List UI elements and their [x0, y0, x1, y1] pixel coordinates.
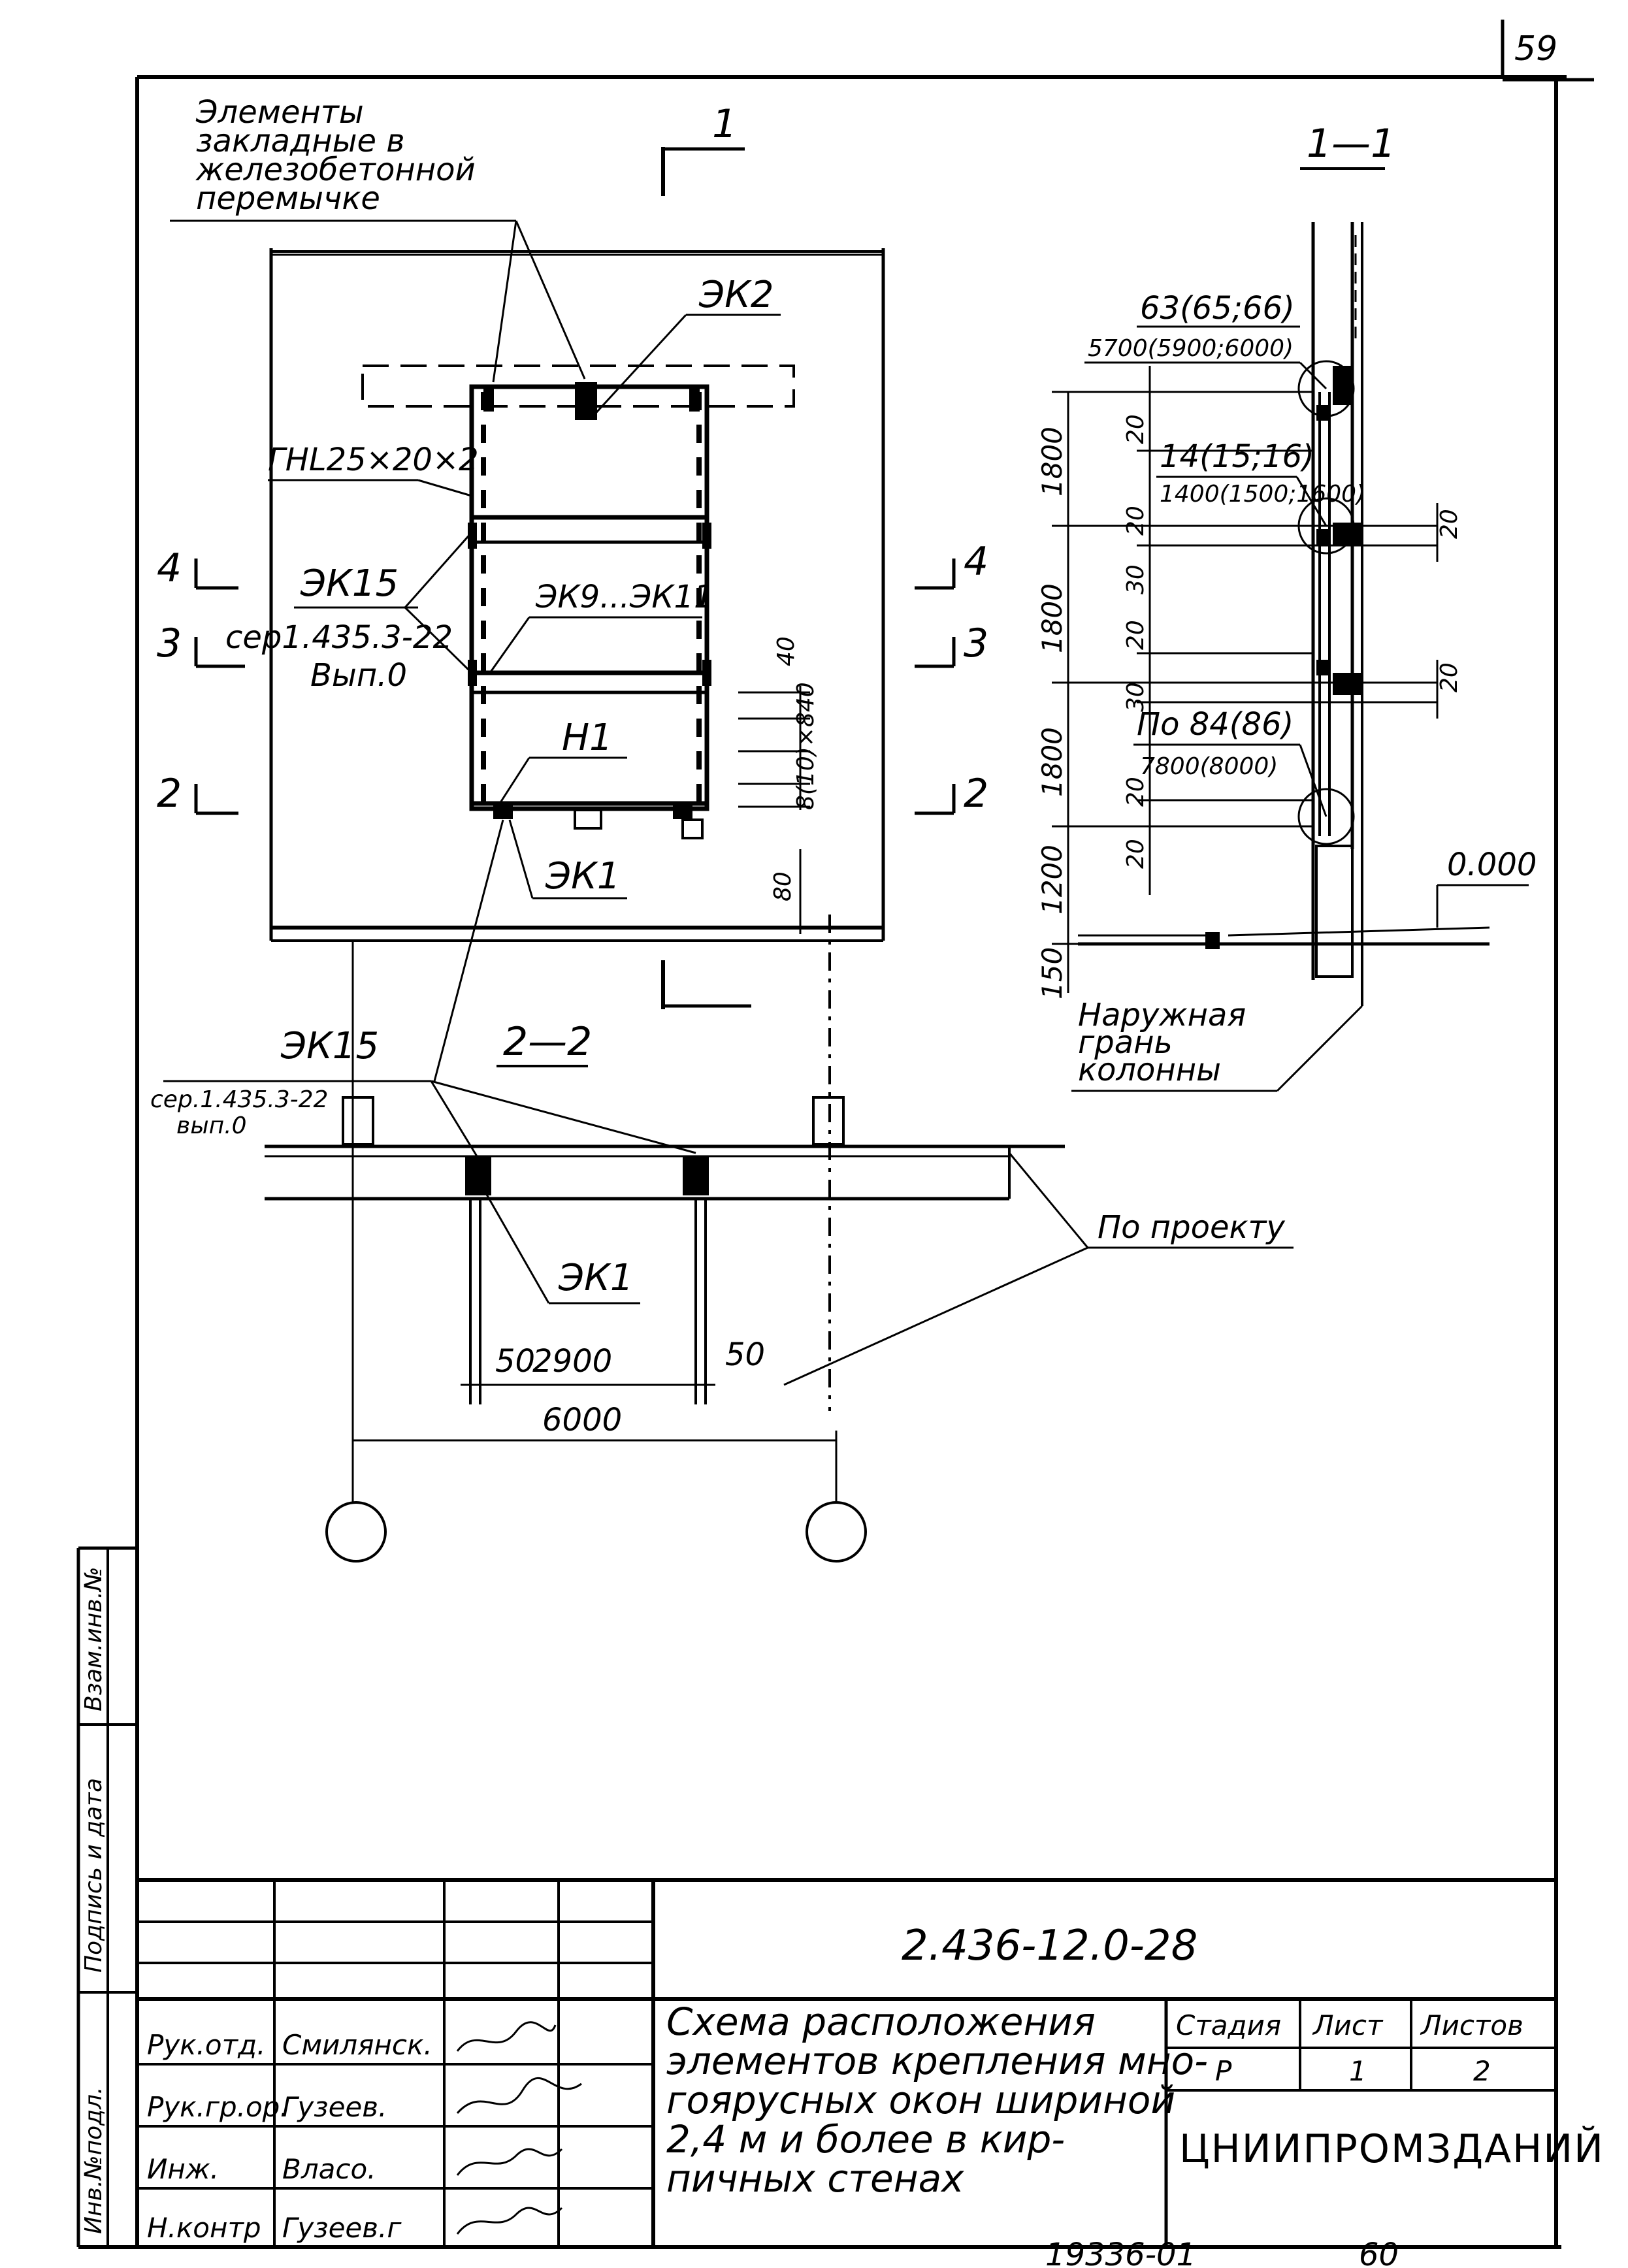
label-1400: 1400(1500;1600) — [1160, 481, 1365, 508]
callout-face: грань — [1078, 1024, 1173, 1061]
label-ek1-s22: ЭК1 — [558, 1257, 634, 1299]
dim-right: 20 — [1436, 509, 1463, 539]
label-series-s22: сер.1.435.3-22 — [150, 1086, 328, 1113]
title-block: 2.436-12.0-28 Рук.отд. Рук.гр.ор. Инж. Н… — [137, 1878, 1604, 2247]
sheet-frame — [78, 20, 1594, 2249]
label-ek2: ЭК2 — [698, 274, 774, 316]
callout-embedded-elements: Элементы закладные в железобетонной пере… — [170, 94, 586, 383]
label-gnl-angle: ГНL25×20×2 — [268, 442, 479, 478]
label-ek15-s22: ЭК15 — [280, 1025, 379, 1067]
title-line: гоярусных окон шириной — [666, 2078, 1175, 2122]
dim-80: 80 — [770, 871, 796, 901]
dim-v-1800-a: 1800 — [1036, 427, 1068, 496]
section-1-1: 1—1 — [1052, 121, 1490, 1006]
name-normcontrol: Гузеев.г — [282, 2212, 402, 2244]
dim-small: 20 — [1122, 777, 1149, 807]
callout-face: колонны — [1078, 1052, 1221, 1088]
elevation-labels: ЭК2 ГНL25×20×2 ЭК15 сер1.435.3-22 Вып.0 … — [225, 274, 819, 901]
elevation-view — [269, 248, 885, 1411]
callout-line: железобетонной — [195, 152, 476, 188]
embedded-plate — [575, 382, 597, 420]
section-1-1-title: 1—1 — [1307, 121, 1395, 167]
dim-right: 20 — [1436, 662, 1463, 692]
footer-page: 60 — [1359, 2237, 1399, 2268]
stage-value: Р — [1215, 2055, 1232, 2087]
section-1-1-labels: 63(65;66) 5700(5900;6000) 14(15;16) 1400… — [1036, 290, 1537, 1092]
dim-pitch: 8(10)×840 — [792, 682, 819, 810]
section-2-2-title: 2—2 — [503, 1019, 592, 1065]
label-5700: 5700(5900;6000) — [1088, 335, 1294, 362]
section-2-2-labels: ЭК15 сер.1.435.3-22 вып.0 ЭК1 По проекту… — [150, 1025, 1294, 1438]
dim-v-1800-b: 1800 — [1036, 583, 1068, 653]
document-code: 2.436-12.0-28 — [902, 1922, 1197, 1970]
cut-3-right: 3 — [964, 621, 988, 666]
cut-4-left: 4 — [157, 545, 182, 591]
name-engineer: Власо. — [282, 2153, 376, 2185]
sheets-label: Листов — [1420, 2009, 1523, 2041]
cut-2-right: 2 — [964, 771, 988, 817]
sheets-value: 2 — [1473, 2055, 1491, 2087]
dim-small: 20 — [1122, 839, 1149, 869]
title-line: Схема расположения — [666, 2000, 1096, 2044]
role-normcontrol: Н.контр — [147, 2212, 261, 2244]
stage-label: Стадия — [1176, 2009, 1281, 2041]
role-group: Рук.гр.ор. — [147, 2091, 289, 2123]
dim-small: 20 — [1122, 414, 1149, 444]
cut-4-right: 4 — [964, 539, 988, 585]
label-n1: Н1 — [562, 717, 613, 759]
stamp-replace-inv: Взам.инв.№ — [80, 1566, 107, 1711]
title-line: пичных стенах — [666, 2156, 964, 2201]
section-2-2: 2—2 — [265, 819, 1065, 1563]
name-group: Гузеев. — [282, 2091, 387, 2123]
cut-1-top: 1 — [712, 101, 737, 147]
dim-v-1800-c: 1800 — [1036, 727, 1068, 797]
dim-small: 30 — [1122, 564, 1149, 594]
callout-face: Наружная — [1078, 997, 1246, 1033]
callout-line: перемычке — [196, 180, 380, 217]
label-series: сер1.435.3-22 — [225, 619, 453, 656]
label-ek15: ЭК15 — [300, 562, 399, 605]
cut-2-left: 2 — [157, 771, 182, 817]
dim-v-150: 150 — [1036, 947, 1068, 999]
dim-2900: 2900 — [532, 1343, 612, 1380]
role-engineer: Инж. — [147, 2153, 219, 2185]
label-by-project: По проекту — [1098, 1209, 1285, 1246]
sheet-value: 1 — [1349, 2055, 1367, 2087]
dim-50-left: 50 — [495, 1343, 535, 1380]
side-stamp: Инв.№подл. Подпись и дата Взам.инв.№ — [76, 1546, 137, 2247]
stamp-inv-orig: Инв.№подл. — [80, 2087, 107, 2234]
label-ek9-ek11: ЭК9...ЭК11 — [535, 579, 714, 615]
embedded-plate — [689, 385, 700, 412]
dim-v-1200: 1200 — [1036, 845, 1068, 915]
cut-3-left: 3 — [157, 621, 182, 666]
dim-small: 20 — [1122, 620, 1149, 650]
organization-name: ЦНИИПРОМЗДАНИЙ — [1179, 2125, 1604, 2172]
role-head: Рук.отд. — [147, 2029, 265, 2061]
title-line: элементов крепления мно- — [666, 2039, 1208, 2083]
label-63: 63(65;66) — [1140, 290, 1295, 327]
name-head: Смилянск. — [282, 2029, 432, 2061]
dim-40: 40 — [773, 636, 800, 666]
callout-line: Элементы — [195, 94, 364, 131]
dim-small: 30 — [1122, 682, 1149, 712]
sheet-label: Лист — [1312, 2009, 1384, 2041]
label-issue: Вып.0 — [310, 657, 407, 694]
label-84: По 84(86) — [1137, 706, 1294, 743]
label-7800: 7800(8000) — [1140, 753, 1278, 780]
cut-markers: 1 4 3 2 4 3 2 — [157, 101, 988, 1009]
dim-small: 20 — [1122, 506, 1149, 536]
footer-inventory: 19336-01 — [1045, 2237, 1196, 2268]
label-14: 14(15;16) — [1160, 438, 1314, 475]
embedded-plate — [483, 385, 494, 412]
dim-50-right: 50 — [725, 1336, 765, 1373]
callout-line: закладные в — [196, 123, 405, 159]
elevation-mark: 0.000 — [1447, 847, 1537, 883]
stamp-sign-date: Подпись и дата — [80, 1778, 107, 1973]
label-ek1: ЭК1 — [545, 855, 621, 898]
title-line: 2,4 м и более в кир- — [666, 2117, 1065, 2162]
page-number: 59 — [1514, 29, 1557, 69]
label-issue-s22: вып.0 — [176, 1112, 247, 1139]
dim-6000: 6000 — [542, 1402, 622, 1438]
